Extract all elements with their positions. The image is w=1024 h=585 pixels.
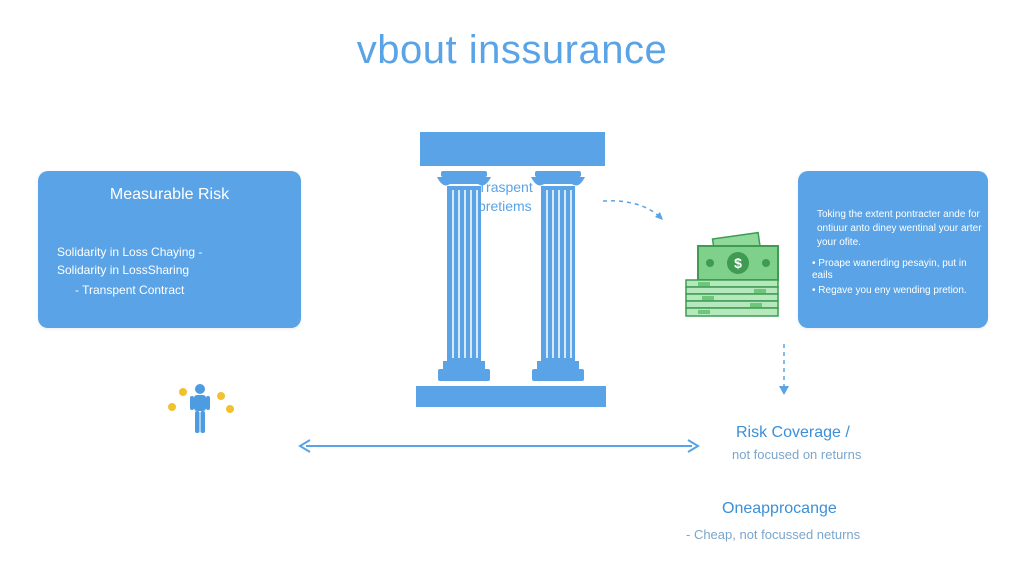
card-line: - Transpent Contract xyxy=(75,283,185,297)
dashed-arrow-icon xyxy=(602,200,663,220)
card-title: Measurable Risk xyxy=(109,186,230,203)
card-bullet: • Regave you eny wending pretion. xyxy=(812,285,967,296)
person-with-coins-icon xyxy=(168,384,234,433)
pillar-label-line2: pretiems xyxy=(478,198,532,214)
measurable-risk-card: Measurable Risk Solidarity in Loss Chayi… xyxy=(38,171,301,328)
card-paragraph: Toking the extent pontracter ande for on… xyxy=(817,209,982,248)
card-line: Solidarity in Loss Chaying - xyxy=(57,245,203,259)
page-title: vbout inssurance xyxy=(356,28,668,72)
dashed-down-arrow-icon xyxy=(779,344,789,395)
money-stack-icon: $ xyxy=(685,231,779,317)
card-bullet: • Proape wanerding pesayin, put in eails xyxy=(812,258,967,281)
card-line: Solidarity in LossSharing xyxy=(57,263,190,277)
once-subtitle: - Cheap, not focussed neturns xyxy=(686,527,861,542)
details-card: Toking the extent pontracter ande for on… xyxy=(798,171,988,328)
once-title: Oneapprocange xyxy=(722,500,837,517)
double-arrow-icon xyxy=(298,439,700,453)
risk-coverage-subtitle: not focused on returns xyxy=(732,447,862,462)
svg-text:$: $ xyxy=(734,255,742,271)
risk-coverage-title: Risk Coverage / xyxy=(736,424,850,441)
pillar-label-line1: Traspent xyxy=(478,179,533,195)
